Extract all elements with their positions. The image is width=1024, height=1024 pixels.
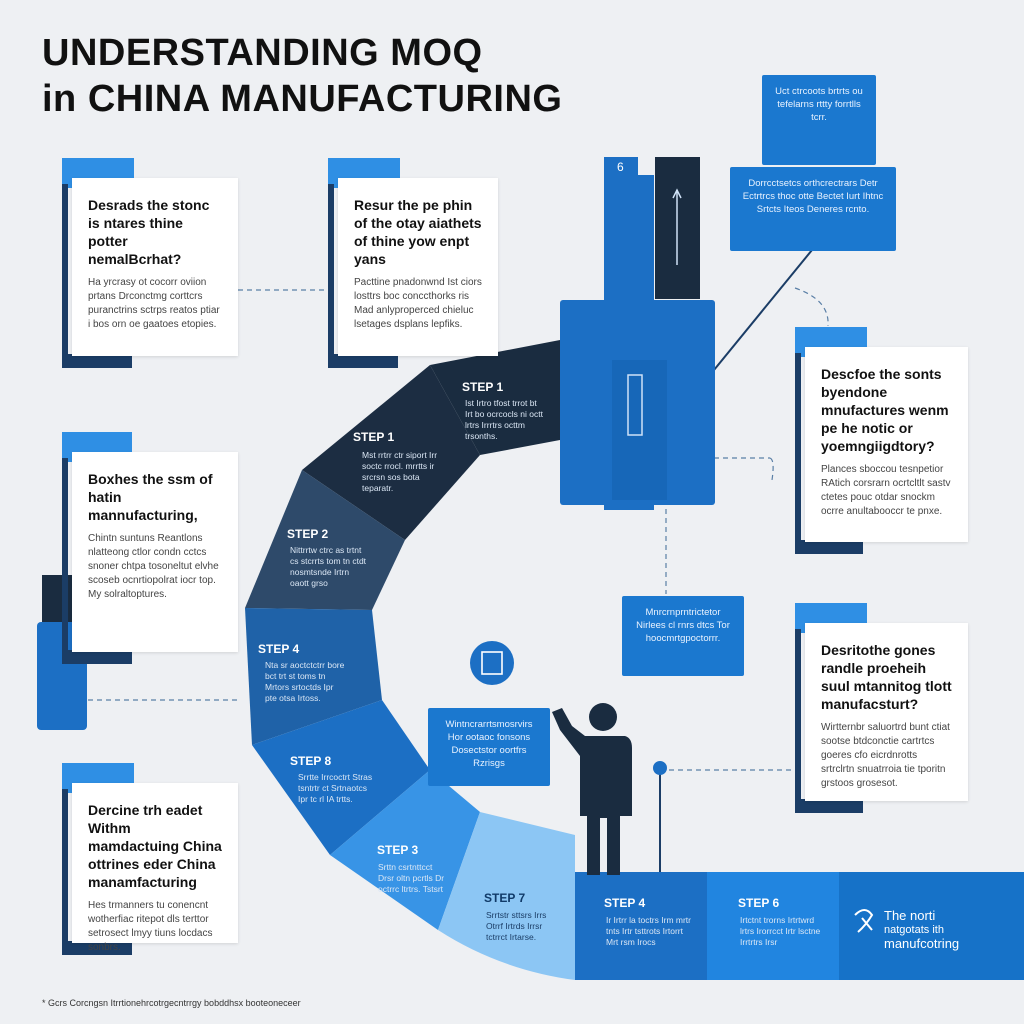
pipe-inner bbox=[612, 360, 667, 500]
document-icon bbox=[481, 651, 503, 675]
segment-label-4: STEP 4 bbox=[258, 642, 300, 656]
card-heading: Resur the pe phin of the otay aiathets o… bbox=[354, 197, 482, 267]
bubble-text: Uct ctrcoots brtrts ou tefelarns rttty f… bbox=[775, 86, 863, 123]
footnote: * Gcrs Corcngsn Itrrtionehrcotrgecntrrgy… bbox=[42, 998, 301, 1008]
pipe-gauge-icon bbox=[627, 374, 643, 436]
segment-text-2: Mst rrtrr ctr siport Irr soctc rrocl. mr… bbox=[362, 450, 438, 493]
end-block-text: The norti natgotats ith manufcotring bbox=[884, 909, 959, 951]
info-card-3: Boxhes the ssm of hatin mannufacturing, … bbox=[62, 432, 238, 664]
segment-text-8: Ir Irtrr la toctrs Irm mrtr tnts Irtr ts… bbox=[606, 915, 691, 947]
segment-label-6: STEP 3 bbox=[377, 843, 419, 857]
segment-label-1: STEP 1 bbox=[462, 380, 504, 394]
segment-text-9: Irtctnt trorns Irtrtwrd lrtrs Irorrcct I… bbox=[740, 915, 821, 947]
card-text: Hes trmanners tu conencnt wotherfiac rit… bbox=[88, 900, 213, 953]
card-heading: Dercine trh eadet Withm mamdactuing Chin… bbox=[88, 802, 222, 890]
card-heading: Desrads the stonc is ntares thine potter… bbox=[88, 197, 210, 267]
arc-segment-3 bbox=[245, 470, 405, 610]
card-text: Wirtternbr saluortrd bunt ctiat sootse b… bbox=[821, 722, 950, 789]
speech-bubble-2: Dorrcctsetcs orthcrectrars Detr Ectrtrcs… bbox=[730, 167, 896, 251]
connector-dot-icon bbox=[653, 761, 667, 775]
connector-card4-top bbox=[794, 287, 829, 327]
card-text: Pacttine pnadonwnd Ist ciors losttrs boc… bbox=[354, 277, 482, 330]
arc-segment-5 bbox=[252, 700, 430, 855]
speech-bubble-4: Wintncrarrtsmosrvirs Hor ootaoc fonsons … bbox=[428, 708, 550, 786]
end-line-1: The norti bbox=[884, 908, 936, 923]
segment-label-8: STEP 4 bbox=[604, 896, 646, 910]
info-card-2: Resur the pe phin of the otay aiathets o… bbox=[328, 158, 498, 368]
arc-segment-1 bbox=[430, 340, 560, 455]
speech-bubble-3: Mnrcrnprntrictetor Nirlees cl rnrs dtcs … bbox=[622, 596, 744, 676]
segment-text-4: Nta sr aoctctctrr bore bct trt st toms t… bbox=[265, 660, 345, 703]
info-card-5: Dercine trh eadet Withm mamdactuing Chin… bbox=[62, 763, 238, 955]
card-heading: Boxhes the ssm of hatin mannufacturing, bbox=[88, 471, 213, 523]
card-text: Chintn suntuns Reantlons nlatteong ctlor… bbox=[88, 533, 219, 600]
bubble-text: Wintncrarrtsmosrvirs Hor ootaoc fonsons … bbox=[445, 719, 533, 769]
segment-label-3: STEP 2 bbox=[287, 527, 329, 541]
process-arc bbox=[245, 340, 575, 980]
bar-box-2 bbox=[707, 872, 839, 980]
bar-box-1 bbox=[575, 872, 707, 980]
title-line-1: UNDERSTANDING MOQ bbox=[42, 32, 483, 74]
document-circle-icon bbox=[470, 641, 514, 685]
end-line-3: manufcotring bbox=[884, 936, 960, 951]
segment-text-3: Nittrrtw ctrc as trtnt cs stcrrts tom tn… bbox=[290, 545, 367, 588]
info-card-1: Desrads the stonc is ntares thine potter… bbox=[62, 158, 238, 368]
segment-label-2: STEP 1 bbox=[353, 430, 395, 444]
handshake-icon bbox=[854, 909, 874, 933]
end-line-2: natgotats ith bbox=[884, 924, 944, 936]
segment-text-6: Srttn csrtnttcct Drsr oltn pcrtls Dr oct… bbox=[378, 862, 445, 894]
bubble-text: Mnrcrnprntrictetor Nirlees cl rnrs dtcs … bbox=[636, 607, 730, 644]
title-line-2: in CHINA MANUFACTURING bbox=[42, 78, 563, 120]
segment-text-1: Ist Irtro tfost trrot bt Irt bo ocrcocls… bbox=[465, 398, 543, 441]
pipe-mark: 6 bbox=[617, 160, 624, 174]
arc-segment-4 bbox=[245, 608, 382, 745]
card-text: Plances sboccou tesnpetior RAtich corsra… bbox=[821, 464, 951, 517]
info-card-4: Descfoe the sonts byendone mnufactures w… bbox=[795, 327, 968, 554]
segment-label-9: STEP 6 bbox=[738, 896, 780, 910]
arc-segment-2 bbox=[302, 365, 480, 540]
card-text: Ha yrcrasy ot cocorr oviion prtans Drcon… bbox=[88, 277, 220, 330]
person-icon bbox=[552, 703, 632, 875]
connector-bubble-pipe bbox=[713, 249, 813, 371]
card-heading: Desritothe gones randle proeheih suul mt… bbox=[821, 642, 952, 712]
pipe-arrow-icon bbox=[672, 188, 682, 199]
arc-segment-6 bbox=[330, 770, 480, 930]
bubble-text: Dorrcctsetcs orthcrectrars Detr Ectrtrcs… bbox=[742, 178, 884, 215]
segment-text-7: Srrtstr sttsrs Irrs Otrrf Irtrds Irrsr t… bbox=[486, 910, 547, 942]
info-card-6: Desritothe gones randle proeheih suul mt… bbox=[795, 603, 968, 813]
card-heading: Descfoe the sonts byendone mnufactures w… bbox=[821, 366, 949, 454]
speech-bubble-1: Uct ctrcoots brtrts ou tefelarns rttty f… bbox=[762, 75, 876, 165]
segment-text-5: Srrtte Irrcoctrt Stras tsntrtr ct Srtnao… bbox=[298, 772, 373, 804]
segment-label-7: STEP 7 bbox=[484, 891, 526, 905]
connector-curl-card4 bbox=[769, 457, 774, 481]
segment-label-5: STEP 8 bbox=[290, 754, 332, 768]
page-title: UNDERSTANDING MOQ in CHINA MANUFACTURING bbox=[42, 30, 562, 122]
arc-segment-7 bbox=[438, 812, 575, 980]
